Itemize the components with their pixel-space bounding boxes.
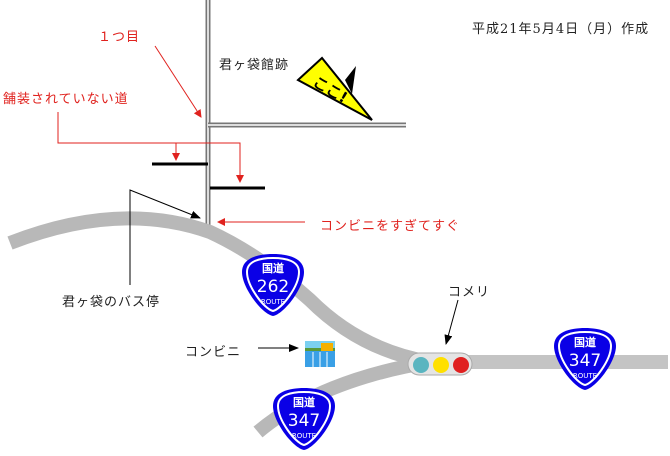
- route-kanji: 国道: [293, 395, 315, 409]
- route-kanji: 国道: [574, 335, 596, 349]
- first-road-label: １つ目: [98, 30, 141, 45]
- castle-ruins-label: 君ヶ袋館跡: [219, 58, 290, 73]
- route-number: 347: [569, 351, 601, 371]
- here-marker: ここ!: [296, 56, 373, 121]
- route-word: ROUTE: [292, 432, 316, 440]
- route-number: 347: [288, 411, 320, 431]
- komeri-label: コメリ: [448, 285, 491, 300]
- komeri-arrow: [444, 299, 459, 345]
- route-347-sign-east: 国道 347 ROUTE: [552, 326, 618, 396]
- unpaved-road-arrow: [57, 112, 244, 183]
- route-word: ROUTE: [261, 298, 285, 306]
- unpaved-road-label: 舗装されていない道: [3, 92, 129, 107]
- first-road-arrow: [154, 45, 202, 118]
- traffic-light-icon: [407, 352, 473, 376]
- route-347-sign-south: 国道 347 ROUTE: [271, 386, 337, 456]
- route-347-road-south: [253, 355, 432, 438]
- bus-stop-pointer: [129, 189, 201, 285]
- convenience-store-icon: [305, 341, 335, 367]
- creation-date: 平成21年5月4日（月）作成: [472, 22, 650, 37]
- route-word: ROUTE: [573, 372, 597, 380]
- route-number: 262: [257, 277, 289, 297]
- convenience-store-label: コンビニ: [185, 345, 242, 360]
- route-262-sign: 国道 262 ROUTE: [240, 252, 306, 322]
- route-262-road: [7, 211, 432, 369]
- after-convenience-label: コンビニをすぎてすぐ: [320, 219, 461, 234]
- route-kanji: 国道: [262, 261, 284, 275]
- bus-stop-label: 君ヶ袋のバス停: [62, 295, 161, 310]
